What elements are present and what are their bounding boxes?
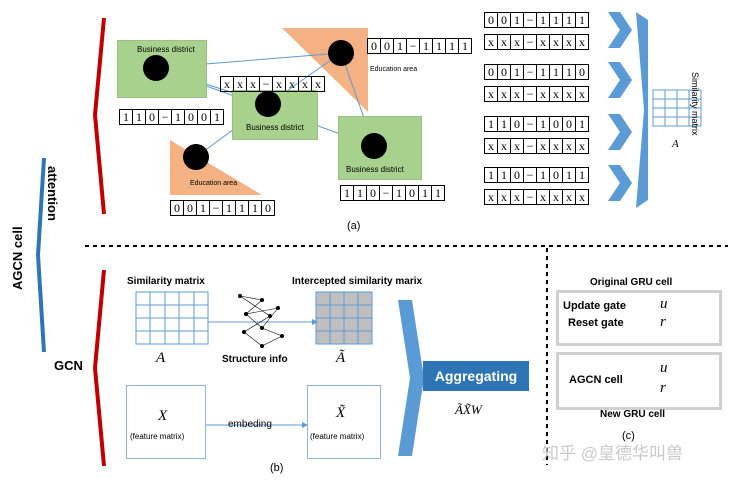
u2-symbol: u <box>660 360 668 376</box>
intercepted-symbol: Ã <box>336 350 346 366</box>
caption-a: (a) <box>347 220 361 232</box>
reset-gate-label: Reset gate <box>568 317 624 329</box>
similarity-symbol-b: A <box>156 350 166 366</box>
agcn-bracket <box>35 157 46 353</box>
r-symbol: r <box>660 314 666 330</box>
agcn-cell-label-text: AGCN cell <box>10 226 25 290</box>
matrix-symbol-a: A <box>672 138 679 150</box>
aggregating-formula: ÃX̃W <box>455 402 482 417</box>
node-5 <box>183 144 209 170</box>
embeding-label: embeding <box>228 419 272 430</box>
gcn-bracket <box>92 269 106 467</box>
similarity-title-b: Similarity matrix <box>127 276 205 287</box>
aggregating-box: Aggregating <box>423 361 529 391</box>
attention-label: attention <box>45 166 60 221</box>
similarity-matrix-label-a: Similarity matrix <box>690 72 700 136</box>
business-district-3-label: Business district <box>346 165 404 174</box>
gcn-label: GCN <box>54 358 83 373</box>
caption-b: (b) <box>270 462 284 474</box>
feature2-symbol: X̃ <box>336 405 346 421</box>
business-district-2-label: Business district <box>246 123 304 132</box>
feature2-label: (feature matrix) <box>310 432 365 441</box>
education-area-1-label: Education area <box>370 66 418 73</box>
structure-info-label: Structure info <box>222 354 288 365</box>
update-gate-label: Update gate <box>563 300 626 312</box>
agcn-cell-gru-label: AGCN cell <box>569 374 623 386</box>
node-2 <box>255 91 281 117</box>
business-district-1-label: Business district <box>137 45 195 54</box>
watermark: 知乎 @皇德华叫兽 <box>542 444 683 463</box>
intercepted-title: Intercepted similarity marix <box>292 276 423 287</box>
new-gru-box <box>556 352 722 410</box>
node-4 <box>328 40 354 66</box>
original-gru-box <box>556 290 722 346</box>
feature-symbol: X <box>158 408 168 424</box>
feature-label: (feature matrix) <box>130 432 185 441</box>
new-gru-title: New GRU cell <box>600 409 666 420</box>
feature-matrix-box <box>126 385 206 459</box>
node-1 <box>143 55 169 81</box>
attention-bracket <box>92 17 106 215</box>
r2-symbol: r <box>660 380 666 396</box>
u-symbol: u <box>660 296 668 312</box>
education-area-2-label: Education area <box>190 180 238 187</box>
caption-c: (c) <box>622 430 635 442</box>
node-3 <box>361 133 387 159</box>
feature-matrix-box-2 <box>307 385 381 459</box>
original-gru-title: Original GRU cell <box>590 277 673 288</box>
